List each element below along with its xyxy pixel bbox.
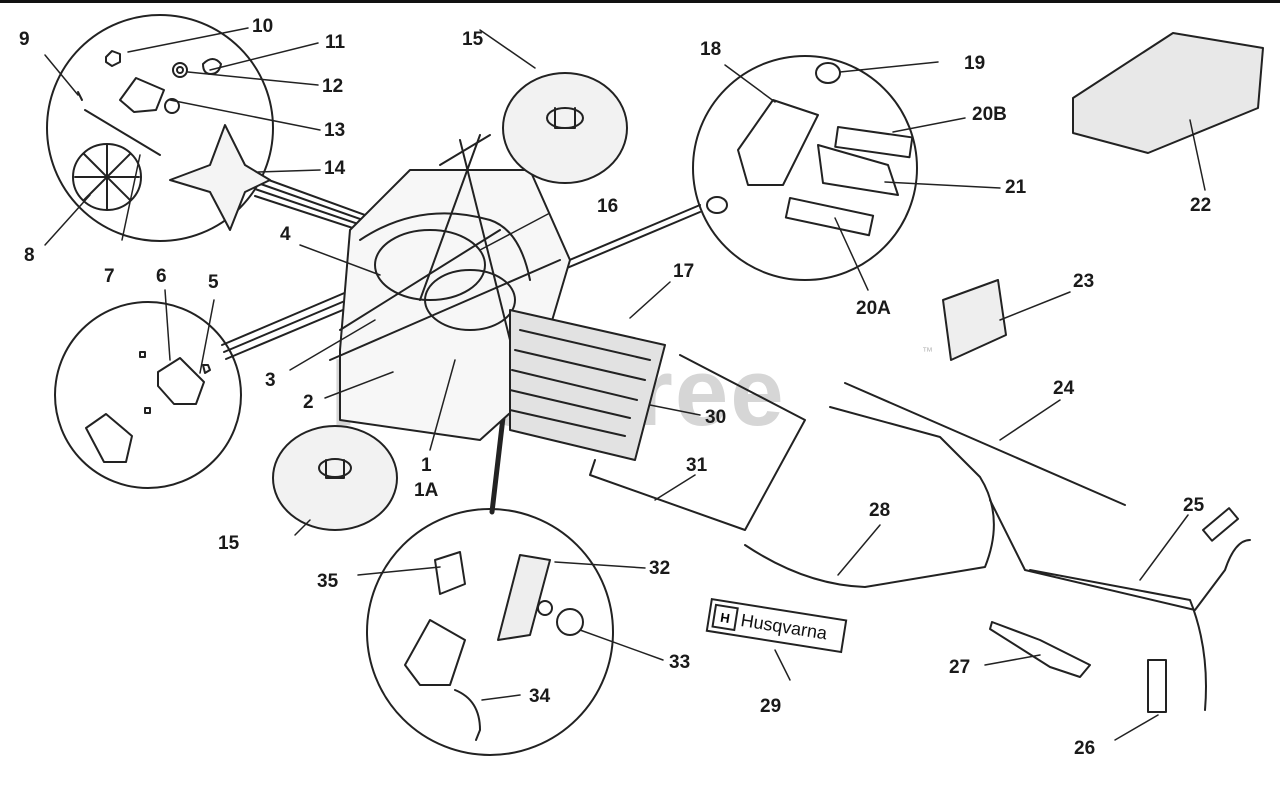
roller-part-6-lower — [85, 413, 133, 463]
chute-part-32 — [497, 554, 551, 641]
catcher-frame-part-31 — [589, 354, 806, 531]
cap-part-19 — [815, 62, 841, 84]
bracket-part-20B — [834, 125, 914, 159]
callout-25: 25 — [1183, 495, 1205, 516]
callout-15-bottom: 15 — [218, 533, 240, 554]
wheel-hub-part-8 — [72, 143, 142, 211]
callout-7: 7 — [104, 266, 115, 287]
top-border-bar — [0, 0, 1280, 3]
callout-1: 1 — [421, 455, 432, 476]
callout-31: 31 — [686, 455, 708, 476]
callout-20B: 20B — [972, 104, 1007, 125]
callout-4: 4 — [280, 224, 291, 245]
bracket-part-18 — [737, 99, 819, 186]
pin-part-9 — [77, 91, 83, 101]
callout-11: 11 — [325, 32, 346, 53]
callout-18: 18 — [700, 39, 722, 60]
callout-6: 6 — [156, 266, 167, 287]
wheel-part-15-top — [502, 72, 628, 184]
bracket-part-27 — [989, 621, 1091, 678]
cap-part-right — [706, 196, 728, 214]
callout-33: 33 — [669, 652, 691, 673]
callout-21: 21 — [1005, 177, 1027, 198]
callout-14: 14 — [324, 158, 346, 179]
handle-stub-part-4 — [439, 134, 491, 166]
callout-27: 27 — [949, 657, 971, 678]
plate-part-21 — [817, 144, 899, 196]
screw-left-b — [144, 407, 151, 414]
husqvarna-decal-text: Husqvarna — [739, 609, 829, 643]
callout-19: 19 — [964, 53, 986, 74]
callout-8: 8 — [24, 245, 35, 266]
callout-32: 32 — [649, 558, 671, 579]
callout-2: 2 — [303, 392, 314, 413]
grip-part-26 — [1147, 659, 1167, 713]
roller-part-6 — [157, 357, 205, 405]
detail-circle-left — [54, 301, 242, 489]
callout-13: 13 — [324, 120, 346, 141]
callout-1A: 1A — [414, 480, 439, 501]
callout-28: 28 — [869, 500, 891, 521]
wheel-part-15-bottom — [272, 425, 398, 531]
screw-part-5 — [202, 364, 211, 374]
cover-part-22 — [1072, 32, 1264, 154]
husqvarna-logo-icon: H — [711, 603, 739, 632]
knob-part-33 — [537, 600, 584, 636]
callout-10: 10 — [252, 16, 274, 37]
grip-part-25 — [1202, 507, 1240, 542]
plate-part-35 — [434, 551, 466, 595]
latch-part-34 — [404, 619, 481, 741]
detail-circle-right — [692, 55, 918, 281]
grass-catcher-part-30 — [509, 309, 666, 461]
callout-26: 26 — [1074, 738, 1096, 759]
callout-16: 16 — [597, 196, 619, 217]
callout-34: 34 — [529, 686, 551, 707]
callout-20A: 20A — [856, 298, 891, 319]
rod-part-7 — [84, 109, 161, 156]
blade-part-14 — [169, 124, 271, 231]
callout-3: 3 — [265, 370, 276, 391]
decal-part-23 — [942, 279, 1007, 361]
handle-part-28 — [744, 406, 995, 588]
handle-part-25 — [989, 499, 1251, 711]
callout-17: 17 — [673, 261, 695, 282]
callout-35: 35 — [317, 571, 339, 592]
detail-circle-bottom — [366, 508, 614, 756]
callout-12: 12 — [322, 76, 344, 97]
nut-part-11 — [202, 58, 222, 75]
bolt-part-10 — [105, 50, 121, 67]
callout-30: 30 — [705, 407, 727, 428]
callout-29: 29 — [760, 696, 782, 717]
nut-part-12 — [172, 62, 188, 78]
callout-22: 22 — [1190, 195, 1212, 216]
trademark-mark: ™ — [922, 346, 933, 358]
callout-24: 24 — [1053, 378, 1075, 399]
callout-23: 23 — [1073, 271, 1095, 292]
leader-lines — [44, 27, 1206, 741]
rod-part-24 — [844, 382, 1126, 506]
bracket-part-20A — [784, 197, 875, 237]
callout-15-top: 15 — [462, 29, 484, 50]
screw-left-a — [139, 351, 146, 358]
callout-5: 5 — [208, 272, 219, 293]
callout-9: 9 — [19, 29, 30, 50]
bracket-part-13 — [119, 77, 180, 114]
detail-circle-top-left — [46, 14, 274, 242]
